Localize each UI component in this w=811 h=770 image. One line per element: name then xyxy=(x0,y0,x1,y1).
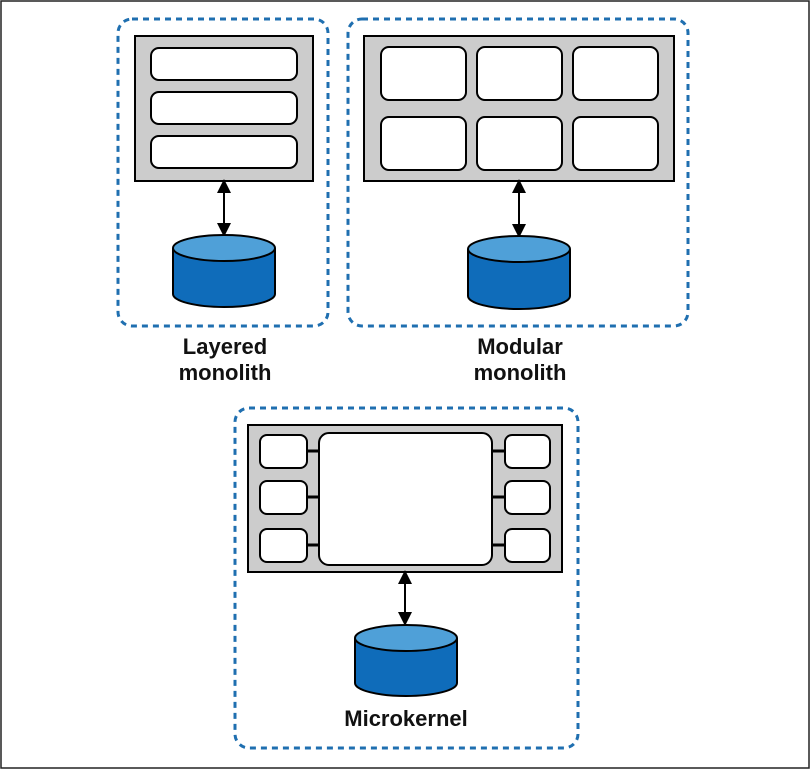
plugin-box xyxy=(259,480,308,515)
modular-monolith-boundary xyxy=(346,17,690,328)
modular-monolith-label: Modular monolith xyxy=(473,334,567,385)
module-box xyxy=(476,46,563,101)
plugin-box xyxy=(504,480,551,515)
core-system-box xyxy=(318,432,493,566)
module-box xyxy=(572,46,659,101)
microkernel-label: Microkernel xyxy=(344,706,468,731)
microkernel-database-icon xyxy=(354,624,458,697)
layered-database-icon xyxy=(172,234,276,308)
layer-box xyxy=(150,135,298,169)
module-box xyxy=(380,116,467,171)
layer-box xyxy=(150,47,298,81)
module-box xyxy=(476,116,563,171)
layered-monolith-boundary xyxy=(116,17,330,328)
layer-box xyxy=(150,91,298,125)
plugin-box xyxy=(504,434,551,469)
plugin-box xyxy=(259,434,308,469)
plugin-box xyxy=(504,528,551,563)
modular-database-icon xyxy=(467,235,571,310)
layered-monolith-label: Layered monolith xyxy=(178,334,272,385)
microkernel-boundary xyxy=(233,406,580,750)
module-box xyxy=(572,116,659,171)
module-box xyxy=(380,46,467,101)
layered-monolith-group xyxy=(116,17,330,328)
modular-monolith-group xyxy=(346,17,690,328)
microkernel-group xyxy=(233,406,580,750)
plugin-box xyxy=(259,528,308,563)
